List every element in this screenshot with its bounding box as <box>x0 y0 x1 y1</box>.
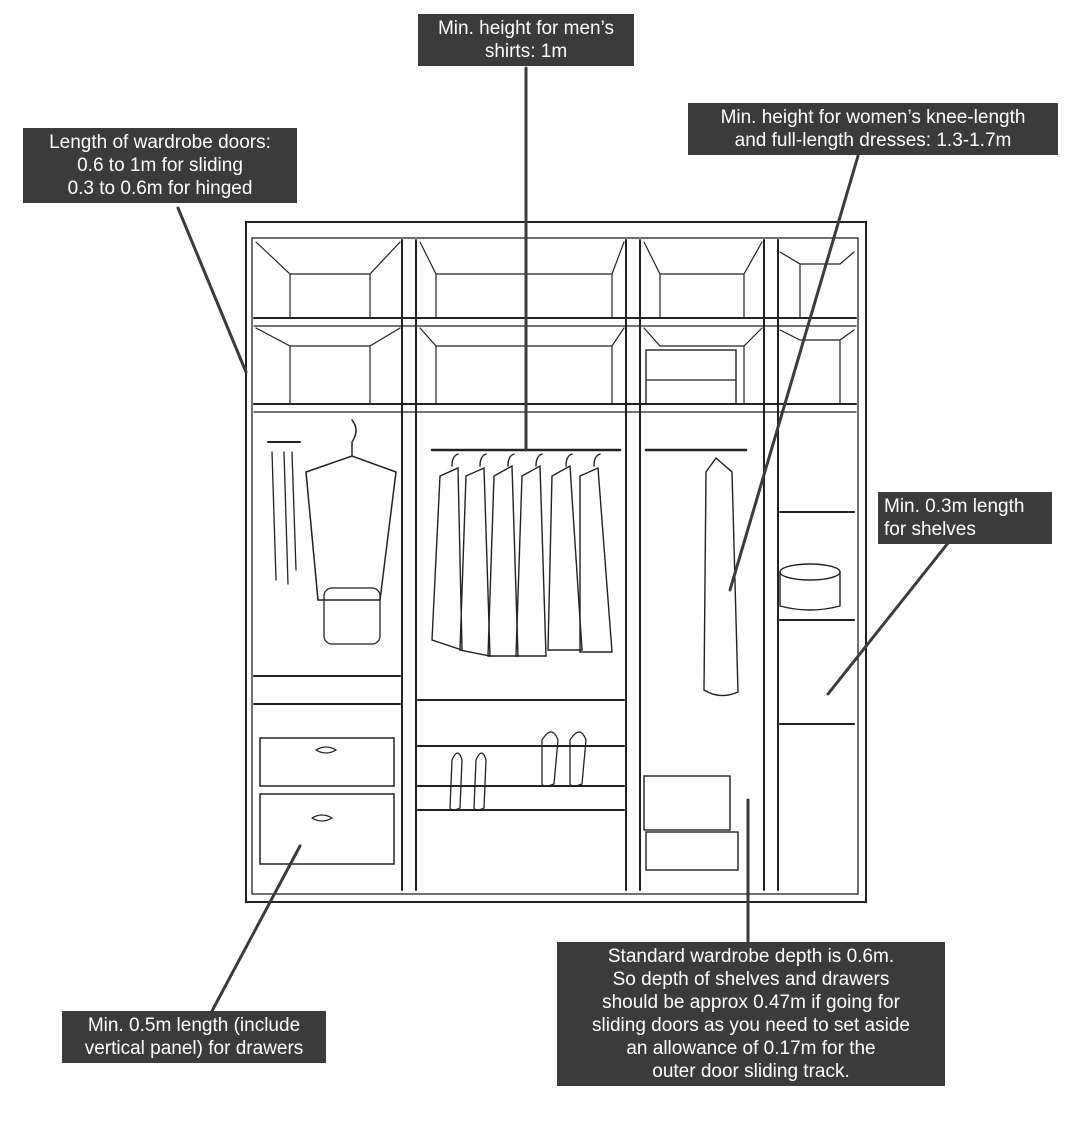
label-line: Min. 0.3m length <box>884 496 1025 517</box>
shoes-sketch <box>449 731 587 811</box>
label-shelves-length: Min. 0.3m length for shelves <box>878 492 1052 544</box>
pointer-dresses <box>728 154 860 592</box>
label-wardrobe-depth: Standard wardrobe depth is 0.6m. So dept… <box>557 942 945 1086</box>
wardrobe-frame <box>245 221 867 903</box>
label-line: Min. height for women’s knee-length <box>720 107 1026 128</box>
coat-sketch <box>305 455 397 601</box>
pointer-drawers <box>210 844 302 1013</box>
label-line: vertical panel) for drawers <box>84 1038 304 1059</box>
basket-upper <box>643 775 731 831</box>
hat-box <box>779 563 841 581</box>
label-door-length: Length of wardrobe doors: 0.6 to 1m for … <box>23 128 297 203</box>
label-line: for shelves <box>884 519 976 540</box>
label-line: Length of wardrobe doors: <box>49 132 271 153</box>
label-line: 0.3 to 0.6m for hinged <box>67 178 253 199</box>
label-line: sliding doors as you need to set aside <box>592 1015 910 1036</box>
label-line: Min. 0.5m length (include <box>87 1015 301 1036</box>
drawer-upper <box>259 737 395 787</box>
label-line: 0.6 to 1m for sliding <box>77 155 243 176</box>
label-line: So depth of shelves and drawers <box>612 969 890 990</box>
drawer-lower <box>259 793 395 865</box>
label-line: shirts: 1m <box>484 41 568 62</box>
label-line: an allowance of 0.17m for the <box>626 1038 876 1059</box>
label-dresses-height: Min. height for women’s knee-length and … <box>688 103 1058 155</box>
label-shirts-height: Min. height for men’s shirts: 1m <box>418 14 634 66</box>
label-line: should be approx 0.47m if going for <box>602 992 900 1013</box>
label-drawers-length: Min. 0.5m length (include vertical panel… <box>62 1011 326 1063</box>
pointer-shelves <box>826 541 950 696</box>
basket-lower <box>645 831 739 871</box>
storage-box <box>645 349 737 405</box>
label-line: Standard wardrobe depth is 0.6m. <box>607 946 895 967</box>
pointer-doors <box>176 206 248 374</box>
label-line: and full-length dresses: 1.3-1.7m <box>734 130 1012 151</box>
label-line: Min. height for men’s <box>437 18 614 39</box>
scarf-sketch <box>703 456 739 697</box>
label-line: outer door sliding track. <box>652 1061 850 1082</box>
